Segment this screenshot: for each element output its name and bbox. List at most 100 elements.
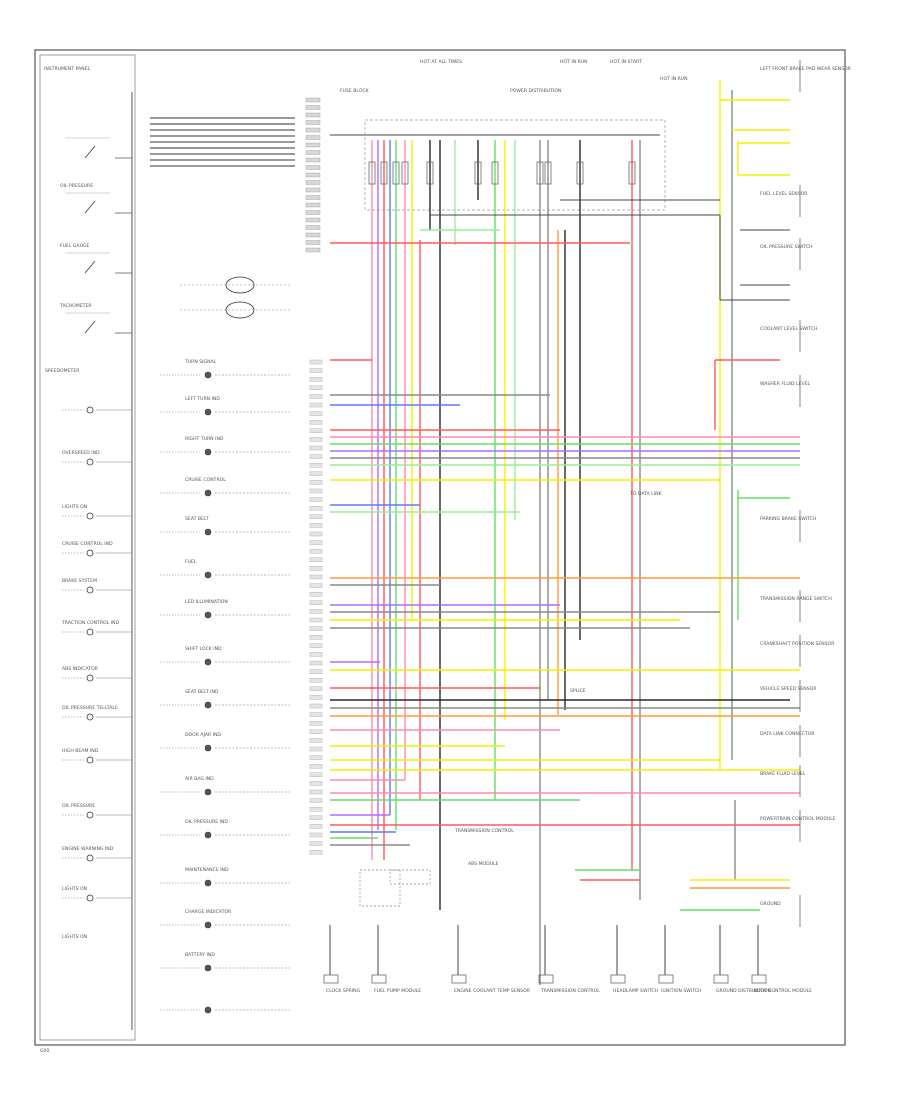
connector-pin xyxy=(305,240,321,245)
lamp-bulb xyxy=(204,879,212,887)
fuse-symbol xyxy=(392,161,400,185)
connector-pin xyxy=(309,841,323,846)
lamp-label: CRUISE CONTROL xyxy=(185,477,226,483)
indicator-label: TRACTION CONTROL IND xyxy=(61,620,119,626)
connector-pin xyxy=(309,660,323,666)
connector-pin xyxy=(309,832,323,838)
lamp-label: LED ILLUMINATION xyxy=(185,599,228,605)
mid-label: TO DATA LINK xyxy=(629,491,663,497)
indicator-lamp xyxy=(86,674,94,682)
instrument-panel: INSTRUMENT PANEL xyxy=(39,54,136,1041)
fuse-symbol xyxy=(536,161,544,185)
component-body xyxy=(323,974,339,984)
connector-pin xyxy=(309,420,323,425)
indicator-label: CRUISE CONTROL IND xyxy=(62,541,113,547)
component-body xyxy=(713,974,729,984)
instrument-panel-header: INSTRUMENT PANEL xyxy=(44,66,91,72)
connector-pin-column xyxy=(305,97,323,855)
gauges-group: OIL PRESSURE FUEL GAUGE TACHOMETER SPEEDOME… xyxy=(45,137,132,374)
component-body xyxy=(658,974,674,984)
top-label: HOT IN START xyxy=(610,59,642,65)
mid-label: TRANSMISSION CONTROL xyxy=(454,828,514,834)
fuse-symbol xyxy=(544,161,552,185)
connector-pin xyxy=(309,755,323,760)
lamp-label: TURN SIGNAL xyxy=(184,359,217,365)
vertical-wires xyxy=(368,80,739,985)
connector-pin xyxy=(309,669,323,674)
connector-pin xyxy=(309,824,323,829)
connector-pin xyxy=(309,609,323,614)
connector-pin xyxy=(305,120,321,125)
indicator-lamp xyxy=(86,756,94,764)
lamp-bulb xyxy=(204,571,212,579)
connector-pin xyxy=(309,359,323,365)
gauge-switch xyxy=(84,200,96,214)
fuse-symbol xyxy=(380,161,388,185)
gauge-label: TACHOMETER xyxy=(59,303,92,309)
gauge-label: SPEEDOMETER xyxy=(45,368,80,374)
indicator-label: OIL PRESSURE xyxy=(62,803,95,809)
connector-pin xyxy=(309,652,323,657)
connector-pin xyxy=(309,746,323,752)
connector-pin xyxy=(309,703,323,709)
connector-pin xyxy=(309,445,323,451)
connector-pin xyxy=(309,592,323,597)
lamp-label: RIGHT TURN IND xyxy=(185,436,224,442)
connector-pin xyxy=(309,488,323,494)
indicator-label: LIGHTS ON xyxy=(62,934,87,940)
lamp-bulb xyxy=(204,1006,212,1014)
connector-block xyxy=(389,869,431,885)
lamp-label: BATTERY IND xyxy=(185,952,215,958)
connector-pin xyxy=(309,377,323,382)
component-label: FUEL LEVEL SENSOR xyxy=(760,191,808,197)
connector-pin xyxy=(309,454,323,459)
connector-pin xyxy=(309,394,323,399)
component-label: ENGINE COOLANT TEMP SENSOR xyxy=(454,988,531,994)
component-label: WASHER FLUID LEVEL xyxy=(760,381,811,387)
horizontal-wires xyxy=(330,99,800,911)
connector-pin xyxy=(309,402,323,408)
connector-pin xyxy=(305,187,321,193)
connector-pin xyxy=(305,127,321,133)
indicator-lamp xyxy=(86,854,94,862)
lamp-bulb xyxy=(204,489,212,497)
gauge-label: FUEL GAUGE xyxy=(60,243,90,249)
lamp-bulb xyxy=(204,528,212,536)
gauge-label: OIL PRESSURE xyxy=(60,183,93,189)
lamp-label: FUEL xyxy=(185,559,197,565)
connector-pin xyxy=(309,643,323,648)
lamp-label: MAINTENANCE IND xyxy=(185,867,229,873)
lamp-bulb xyxy=(204,701,212,709)
lamp-label: CHARGE INDICATOR xyxy=(185,909,232,915)
lamp-bulb xyxy=(204,921,212,929)
top-label: HOT AT ALL TIMES xyxy=(420,59,462,65)
connector-pin xyxy=(309,815,323,820)
connector-pin xyxy=(309,497,323,502)
component-body xyxy=(610,974,626,984)
component-label: TRANSMISSION RANGE SWITCH xyxy=(759,596,832,602)
component-label: DATA LINK CONNECTOR xyxy=(760,731,815,737)
lamp-bulb xyxy=(204,408,212,416)
lamp-label: AIR BAG IND xyxy=(185,776,214,782)
connector-pin xyxy=(305,97,321,103)
connector-pin xyxy=(309,600,323,605)
component-label: COOLANT LEVEL SWITCH xyxy=(760,326,818,332)
connector-pin xyxy=(309,635,323,640)
fuse-symbol xyxy=(368,161,376,185)
connector-pin xyxy=(309,712,323,717)
connector-pin xyxy=(305,150,321,155)
connector-pin xyxy=(305,142,321,148)
connector-pin xyxy=(309,557,323,562)
component-label: GROUND xyxy=(760,901,781,907)
lamp-label: SEAT BELT IND xyxy=(185,689,219,695)
connector-block xyxy=(359,869,401,907)
indicator-label: LIGHTS ON xyxy=(62,886,87,892)
component-body xyxy=(751,974,767,984)
connector-pin xyxy=(309,549,323,554)
connector-pin xyxy=(309,626,323,631)
lamp-label: OIL PRESSURE IND xyxy=(185,819,228,825)
